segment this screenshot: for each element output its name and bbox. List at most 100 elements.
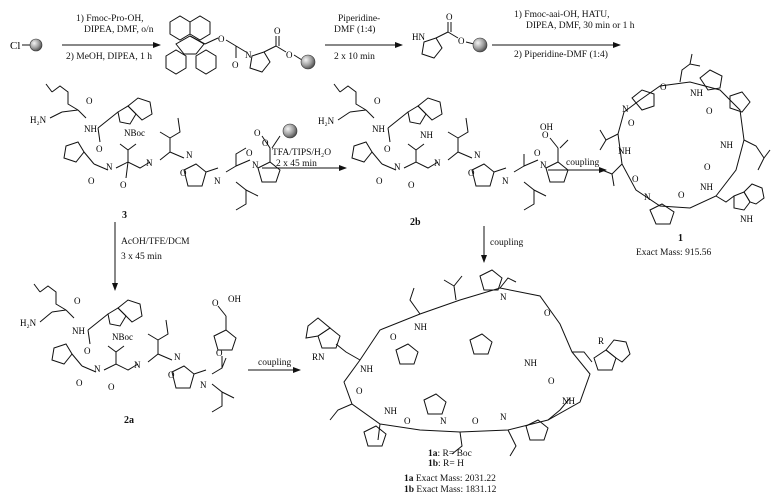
exact-mass-1a-text: Exact Mass: 2031.22 xyxy=(415,474,496,484)
svg-text:O: O xyxy=(216,348,223,358)
svg-text:N: N xyxy=(394,162,401,172)
svg-text:O: O xyxy=(542,130,549,140)
svg-text:O: O xyxy=(96,144,103,154)
svg-text:O: O xyxy=(374,96,381,106)
svg-text:O: O xyxy=(544,308,551,318)
compound-3-structure: H₂N O NH NBoc O O N O N O N N xyxy=(30,83,298,211)
legend-1a-text: : R= Boc xyxy=(437,449,472,459)
svg-text:N: N xyxy=(106,162,113,172)
svg-text:N: N xyxy=(245,50,252,60)
exact-mass-1b-text: Exact Mass: 1831.12 xyxy=(416,485,497,495)
exact-mass-1a: 1a Exact Mass: 2031.22 xyxy=(404,474,496,484)
compound-label-1b-mass: 1b xyxy=(404,485,415,495)
step-1-reagents-line-2: DIPEA, DMF, o/n xyxy=(84,25,154,35)
svg-text:N: N xyxy=(502,176,509,186)
svg-text:O: O xyxy=(548,376,555,386)
svg-text:O: O xyxy=(458,36,465,46)
compound-2a-structure: H₂N O NH NBoc O O N O N O N N O xyxy=(20,283,241,413)
svg-text:NH: NH xyxy=(384,406,397,416)
svg-text:N: N xyxy=(434,158,441,168)
svg-text:HN: HN xyxy=(412,32,425,42)
legend-1b: 1b: R= H xyxy=(428,459,464,470)
resin-bead-icon xyxy=(29,38,43,52)
svg-text:O: O xyxy=(120,180,127,190)
svg-text:N: N xyxy=(214,176,221,186)
svg-text:O: O xyxy=(88,176,95,186)
svg-text:OH: OH xyxy=(540,122,553,132)
svg-text:O: O xyxy=(274,26,281,36)
svg-text:O: O xyxy=(86,96,93,106)
svg-text:NH: NH xyxy=(372,124,385,134)
compound-label-2b: 2b xyxy=(410,217,421,228)
svg-text:NBoc: NBoc xyxy=(112,332,133,342)
step-3-reagents-line-2: DIPEA, DMF, 30 min or 1 h xyxy=(526,21,635,31)
svg-text:N: N xyxy=(186,150,193,160)
step-2-reagents-line-2: DMF (1:4) xyxy=(334,25,376,35)
svg-text:NH: NH xyxy=(700,182,713,192)
svg-text:N: N xyxy=(134,360,141,370)
compound-label-1b: 1b xyxy=(428,459,439,469)
compound-1a-1b-structure: RN R NH N O NH O NH N O N O NH O NH O xyxy=(305,269,631,457)
pro-resin-structure: HN O O xyxy=(412,12,488,59)
svg-text:O: O xyxy=(706,106,713,116)
svg-text:O: O xyxy=(286,50,293,60)
legend-1a: 1a: R= Boc xyxy=(428,449,472,460)
svg-text:N: N xyxy=(146,158,153,168)
chlorine-atom-label: Cl xyxy=(10,40,20,52)
coupling-label-2a-to-1a: coupling xyxy=(258,358,292,368)
svg-text:O: O xyxy=(254,128,261,138)
compound-label-1a: 1a xyxy=(428,449,438,459)
step-3-reagents-line-1: 1) Fmoc-aai-OH, HATU, xyxy=(514,10,610,20)
svg-text:NH: NH xyxy=(72,326,85,336)
step-3-reagents-line-3: 2) Piperidine-DMF (1:4) xyxy=(514,50,608,60)
resin-bead-icon xyxy=(300,54,316,70)
svg-text:NH: NH xyxy=(84,124,97,134)
compound-label-1a-mass: 1a xyxy=(404,474,414,484)
cleavage-reagents-line-2: 2 x 45 min xyxy=(276,159,317,169)
legend-1b-text: : R= H xyxy=(438,459,464,469)
svg-text:O: O xyxy=(218,34,225,44)
svg-text:O: O xyxy=(108,382,115,392)
coupling-label-2b-to-1: coupling xyxy=(566,158,600,168)
svg-text:NH: NH xyxy=(414,322,427,332)
svg-text:NBoc: NBoc xyxy=(124,128,145,138)
svg-text:O: O xyxy=(468,168,475,178)
svg-text:O: O xyxy=(390,332,397,342)
svg-text:NH: NH xyxy=(720,140,733,150)
svg-text:N: N xyxy=(644,192,651,202)
compound-label-2a: 2a xyxy=(124,415,134,426)
svg-text:O: O xyxy=(262,138,269,148)
svg-text:NH: NH xyxy=(690,88,703,98)
svg-text:NH: NH xyxy=(420,130,433,140)
svg-text:O: O xyxy=(446,12,453,22)
mild-cleavage-reagents-line-1: AcOH/TFE/DCM xyxy=(121,237,190,247)
resin-bead-icon xyxy=(472,37,488,53)
svg-text:O: O xyxy=(212,298,219,308)
svg-text:O: O xyxy=(404,416,411,426)
step-2-reagents-line-1: Piperidine- xyxy=(338,14,381,24)
svg-text:O: O xyxy=(408,180,415,190)
svg-text:O: O xyxy=(632,174,639,184)
cleavage-reagents-line-1: TFA/TIPS/H₂O xyxy=(272,148,332,158)
exact-mass-1b: 1b Exact Mass: 1831.12 xyxy=(404,485,496,495)
svg-text:N: N xyxy=(474,150,481,160)
svg-text:R: R xyxy=(598,336,604,346)
fmoc-pro-resin-structure: O O N O O xyxy=(165,15,316,75)
svg-text:NH: NH xyxy=(360,364,373,374)
svg-text:O: O xyxy=(74,296,81,306)
svg-text:O: O xyxy=(534,148,541,158)
svg-text:O: O xyxy=(704,162,711,172)
svg-text:OH: OH xyxy=(228,294,241,304)
compound-1-structure: NH O NH O NH O NH O N O NH O N xyxy=(599,53,771,225)
svg-text:O: O xyxy=(472,416,479,426)
svg-text:O: O xyxy=(678,190,685,200)
svg-text:O: O xyxy=(76,378,83,388)
step-2-reagents-line-3: 2 x 10 min xyxy=(334,52,375,62)
svg-text:NH: NH xyxy=(562,396,575,406)
svg-text:O: O xyxy=(384,144,391,154)
svg-text:O: O xyxy=(376,176,383,186)
svg-text:H₂N: H₂N xyxy=(30,115,47,125)
svg-text:NH: NH xyxy=(618,146,631,156)
compound-label-3: 3 xyxy=(122,210,127,221)
